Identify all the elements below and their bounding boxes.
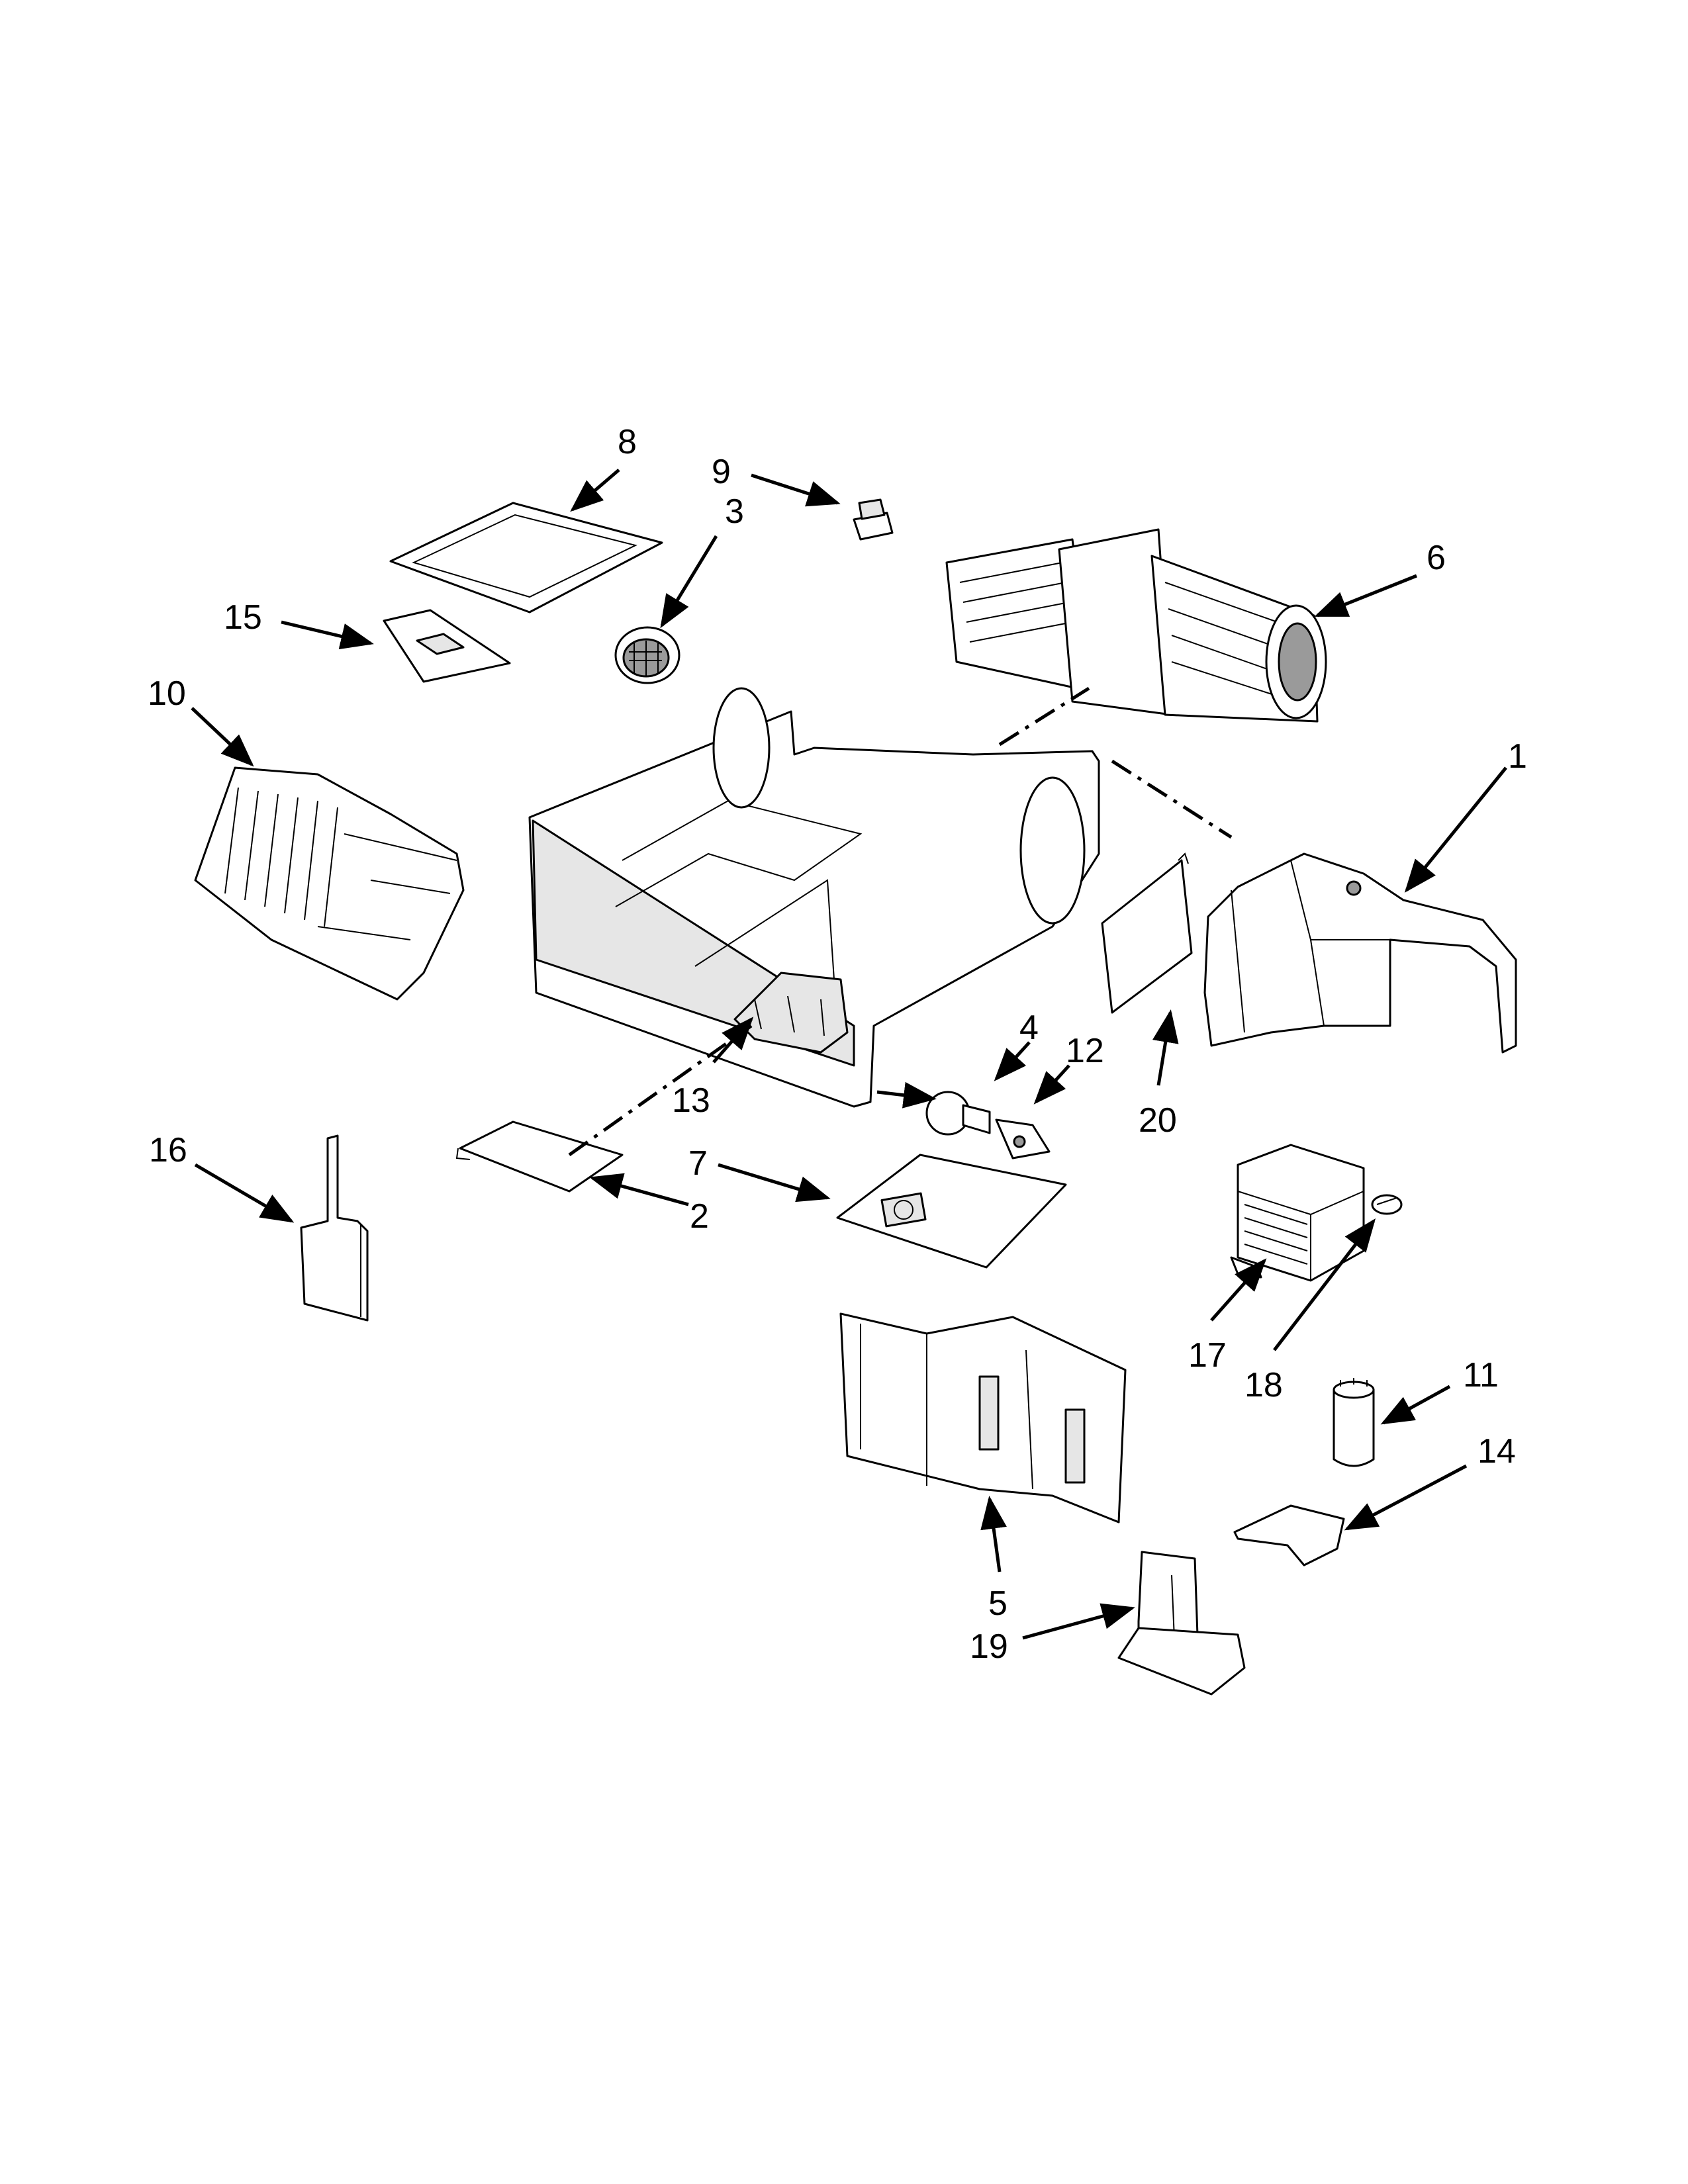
callout-14: 14 [1477,1432,1516,1471]
callout-7: 7 [688,1144,708,1183]
part-10-vent-grille[interactable] [194,766,465,1001]
part-12-lamp-socket[interactable] [995,1118,1051,1160]
callout-17: 17 [1188,1336,1227,1375]
callout-16: 16 [149,1131,187,1169]
part-6-blower-assembly[interactable] [945,528,1327,723]
part-5-back-panel[interactable] [839,1312,1127,1524]
part-2-cover-plate[interactable] [455,1120,624,1193]
callout-labels: 8 9 3 6 15 10 1 4 12 20 13 16 7 2 17 18 … [148,423,1527,1666]
callout-13: 13 [672,1081,710,1120]
callout-6: 6 [1427,539,1446,577]
callout-4: 4 [1019,1009,1039,1047]
callout-20: 20 [1139,1101,1177,1140]
part-11-capacitor[interactable] [1333,1378,1375,1467]
part-16-vertical-panel[interactable] [300,1134,369,1322]
part-3-round-vent[interactable] [614,626,680,684]
part-14-bracket[interactable] [1233,1504,1345,1567]
part-15-plate[interactable] [383,609,511,683]
assembly-lines [568,686,1233,1157]
part-1-air-duct[interactable] [1203,852,1517,1054]
callout-2: 2 [690,1197,709,1236]
part-8-filter-frame[interactable] [389,502,663,614]
callout-8: 8 [618,423,637,461]
callout-11: 11 [1463,1356,1499,1394]
part-13-main-chassis[interactable] [528,687,1100,1108]
callout-9: 9 [712,453,731,491]
callout-1: 1 [1508,737,1527,776]
part-19-chute[interactable] [1117,1551,1246,1696]
part-18-thermal-switch[interactable] [1371,1194,1403,1215]
leader-lines [191,469,1507,1640]
callout-5: 5 [988,1584,1008,1623]
part-4-lamp-bulb[interactable] [925,1091,991,1136]
part-9-connector[interactable] [853,498,894,541]
callout-10: 10 [148,674,186,713]
callout-19: 19 [970,1627,1008,1666]
callout-12: 12 [1066,1032,1104,1070]
part-7-base-plate[interactable] [836,1154,1067,1269]
callout-3: 3 [725,492,744,531]
callout-15: 15 [224,598,262,637]
callout-18: 18 [1244,1366,1283,1404]
part-20-panel[interactable] [1101,852,1193,1014]
